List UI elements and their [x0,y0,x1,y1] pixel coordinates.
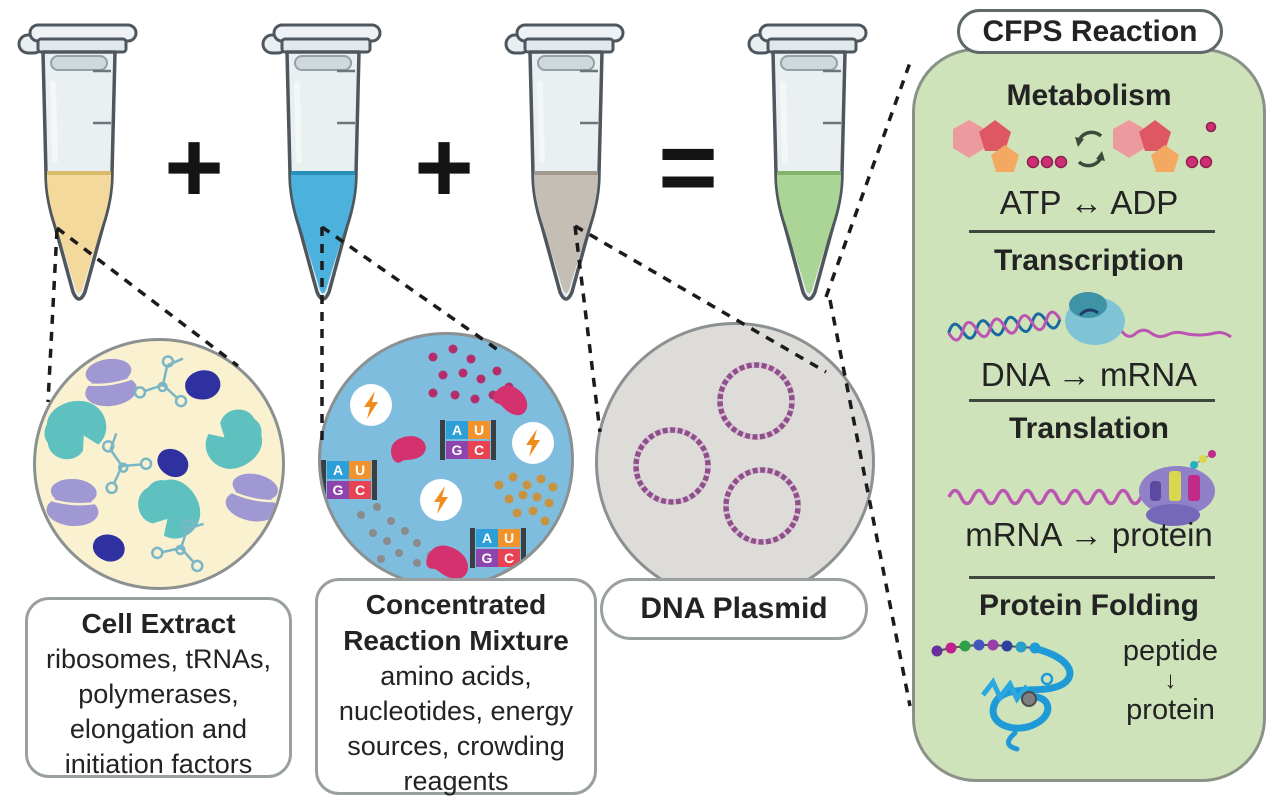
metabolite-dots-gray [357,503,435,567]
amino-acid-bean [387,432,429,465]
cell-extract-line: elongation and [69,714,248,744]
cell-extract-contents [39,348,282,574]
amino-acid-bean [423,539,474,584]
panel-divider [969,576,1215,579]
reaction-mixture-line: sources, crowding [347,731,565,761]
metabolism-heading: Metabolism [1006,79,1172,112]
panel-divider [969,399,1215,402]
energy-source-icon [420,479,462,521]
dna-plasmid-circle [595,322,875,602]
cfps-reaction-title-text: CFPS Reaction [982,14,1198,48]
cfps-reaction-title: CFPS Reaction [957,9,1223,54]
reaction-mixture-contents [321,344,558,584]
peptide-label: peptide [1122,635,1219,667]
reaction-mixture-line: nucleotides, energy [338,696,574,726]
transcription-caption: DNA → mRNA [980,356,1198,393]
nucleotide-block [321,460,377,500]
metabolism-caption: ATP ↔ ADP [999,184,1179,221]
down-arrow-icon: ↓ [1164,667,1177,694]
cell-extract-label-box: Cell Extract ribosomes, tRNAs, polymeras… [25,597,292,779]
plus-operator-2: + [414,110,474,224]
plasmid-ring [636,430,708,502]
nucleotide-block [470,528,526,568]
tube-dna-plasmid [504,22,628,314]
cfps-reaction-panel: Metabolism ATP ↔ ADP Transcription [912,48,1266,782]
metabolite-dots-orange [494,472,558,526]
protein-label: protein [1126,694,1215,726]
energy-source-icon [512,422,554,464]
reaction-mixture-circle [318,332,574,588]
transcription-icon [947,292,1232,345]
translation-icon [947,450,1216,526]
tube-cell-extract [17,22,141,314]
cell-extract-title: Cell Extract [81,608,236,639]
tube-cfps-reaction [747,22,871,314]
reaction-mixture-line: amino acids, [380,661,532,691]
reaction-mixture-title: Concentrated [365,589,547,620]
protein-folding-caption: peptide ↓ protein [1083,635,1258,727]
protein-folding-heading: Protein Folding [979,589,1199,622]
transcription-heading: Transcription [993,244,1185,277]
metabolism-icon [953,120,1217,172]
dna-plasmid-label-box: DNA Plasmid [600,578,868,640]
dna-plasmid-contents [598,325,872,599]
equals-operator: = [658,110,718,224]
reaction-mixture-label-box: Concentrated Reaction Mixture amino acid… [315,578,597,796]
cell-extract-line: polymerases, [78,679,239,709]
cell-extract-circle [33,338,285,590]
reaction-mixture-title: Reaction Mixture [343,625,569,656]
energy-source-icon [350,384,392,426]
translation-heading: Translation [1008,412,1170,445]
plus-operator-1: + [164,110,224,224]
plasmid-ring [720,365,792,437]
cycle-arrows-icon [1075,130,1105,168]
cell-extract-line: ribosomes, tRNAs, [45,644,272,674]
reaction-mixture-line: reagents [403,766,509,796]
protein-folding-icon [931,639,1074,752]
tube-reaction-mixture [261,22,385,314]
nucleotide-block [440,420,496,460]
panel-divider [969,230,1215,233]
translation-caption: mRNA → protein [965,516,1213,553]
cell-extract-line: initiation factors [64,749,253,779]
plasmid-ring [726,470,798,542]
dna-plasmid-title: DNA Plasmid [640,592,828,625]
